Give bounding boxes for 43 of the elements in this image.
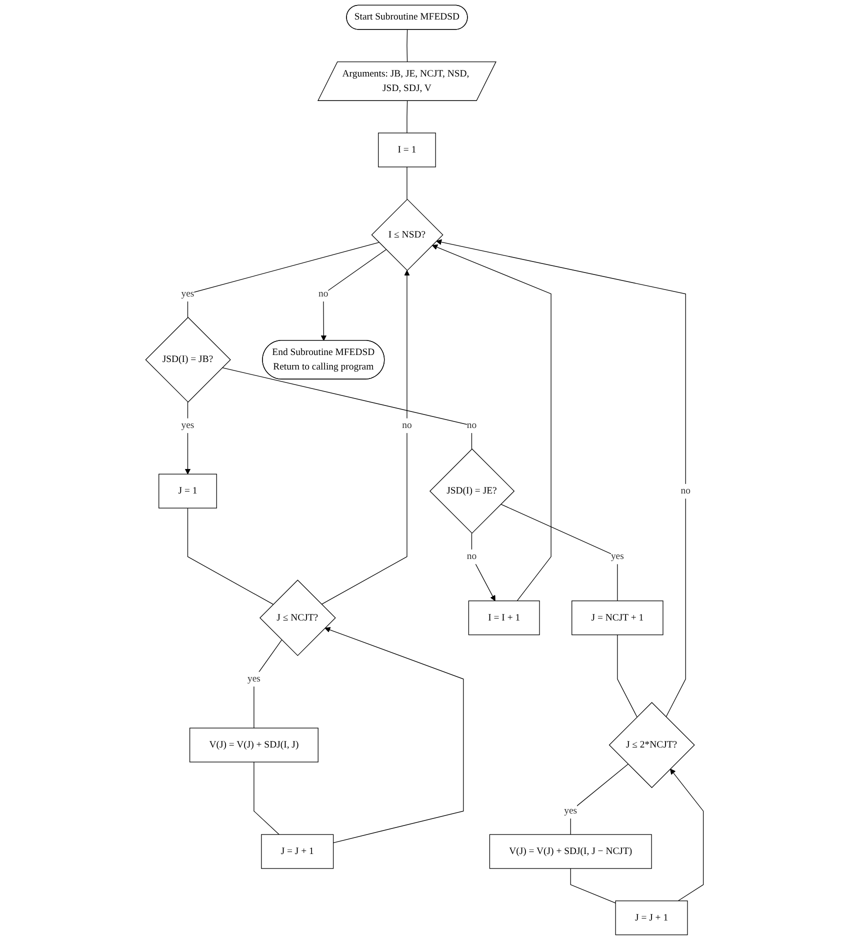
node-box: J = J + 1 — [261, 834, 334, 869]
edge-label: no — [402, 420, 412, 431]
arrow — [324, 627, 464, 844]
edge-label: no — [466, 420, 477, 431]
node-diamond: JSD(I) = JB? — [145, 316, 231, 403]
connector — [570, 764, 628, 835]
node-diamond: J ≤ NCJT? — [260, 580, 336, 656]
node-box: J = 1 — [158, 474, 217, 508]
connector — [406, 29, 408, 62]
arrow — [184, 402, 191, 474]
node-diamond: JSD(I) = JE? — [429, 448, 515, 534]
connector — [187, 508, 274, 605]
connector — [406, 100, 408, 134]
node-box: I = I + 1 — [468, 600, 540, 636]
edge-label: no — [466, 551, 477, 562]
edge-label: yes — [181, 420, 194, 431]
node-box: V(J) = V(J) + SDJ(I, J − NCJT) — [489, 834, 652, 869]
arrow — [432, 244, 552, 602]
connector — [570, 868, 616, 904]
node-box: I = 1 — [378, 132, 436, 168]
edge-label: yes — [610, 551, 624, 562]
node-box: J = NCJT + 1 — [572, 600, 664, 636]
connector — [254, 640, 282, 728]
edge-label: yes — [181, 288, 194, 299]
edge-label: no — [680, 486, 690, 496]
connector — [222, 367, 472, 450]
node-diamond: J ≤ 2*NCJT? — [608, 702, 695, 788]
arrow — [471, 532, 496, 602]
arrow — [321, 270, 410, 605]
edge-label: yes — [564, 806, 578, 816]
connector — [500, 504, 618, 602]
connector — [617, 634, 638, 718]
connector — [254, 762, 280, 835]
edge-label: yes — [247, 674, 260, 684]
node-box: J = J + 1 — [615, 900, 688, 936]
node-box: V(J) = V(J) + SDJ(I, J) — [189, 728, 318, 762]
edge-label: no — [318, 288, 328, 299]
connector — [406, 166, 408, 200]
arrow — [670, 768, 704, 902]
connector — [187, 242, 380, 318]
arrow — [320, 249, 386, 341]
arrow — [436, 239, 686, 718]
node-diamond: I ≤ NSD? — [371, 198, 444, 271]
